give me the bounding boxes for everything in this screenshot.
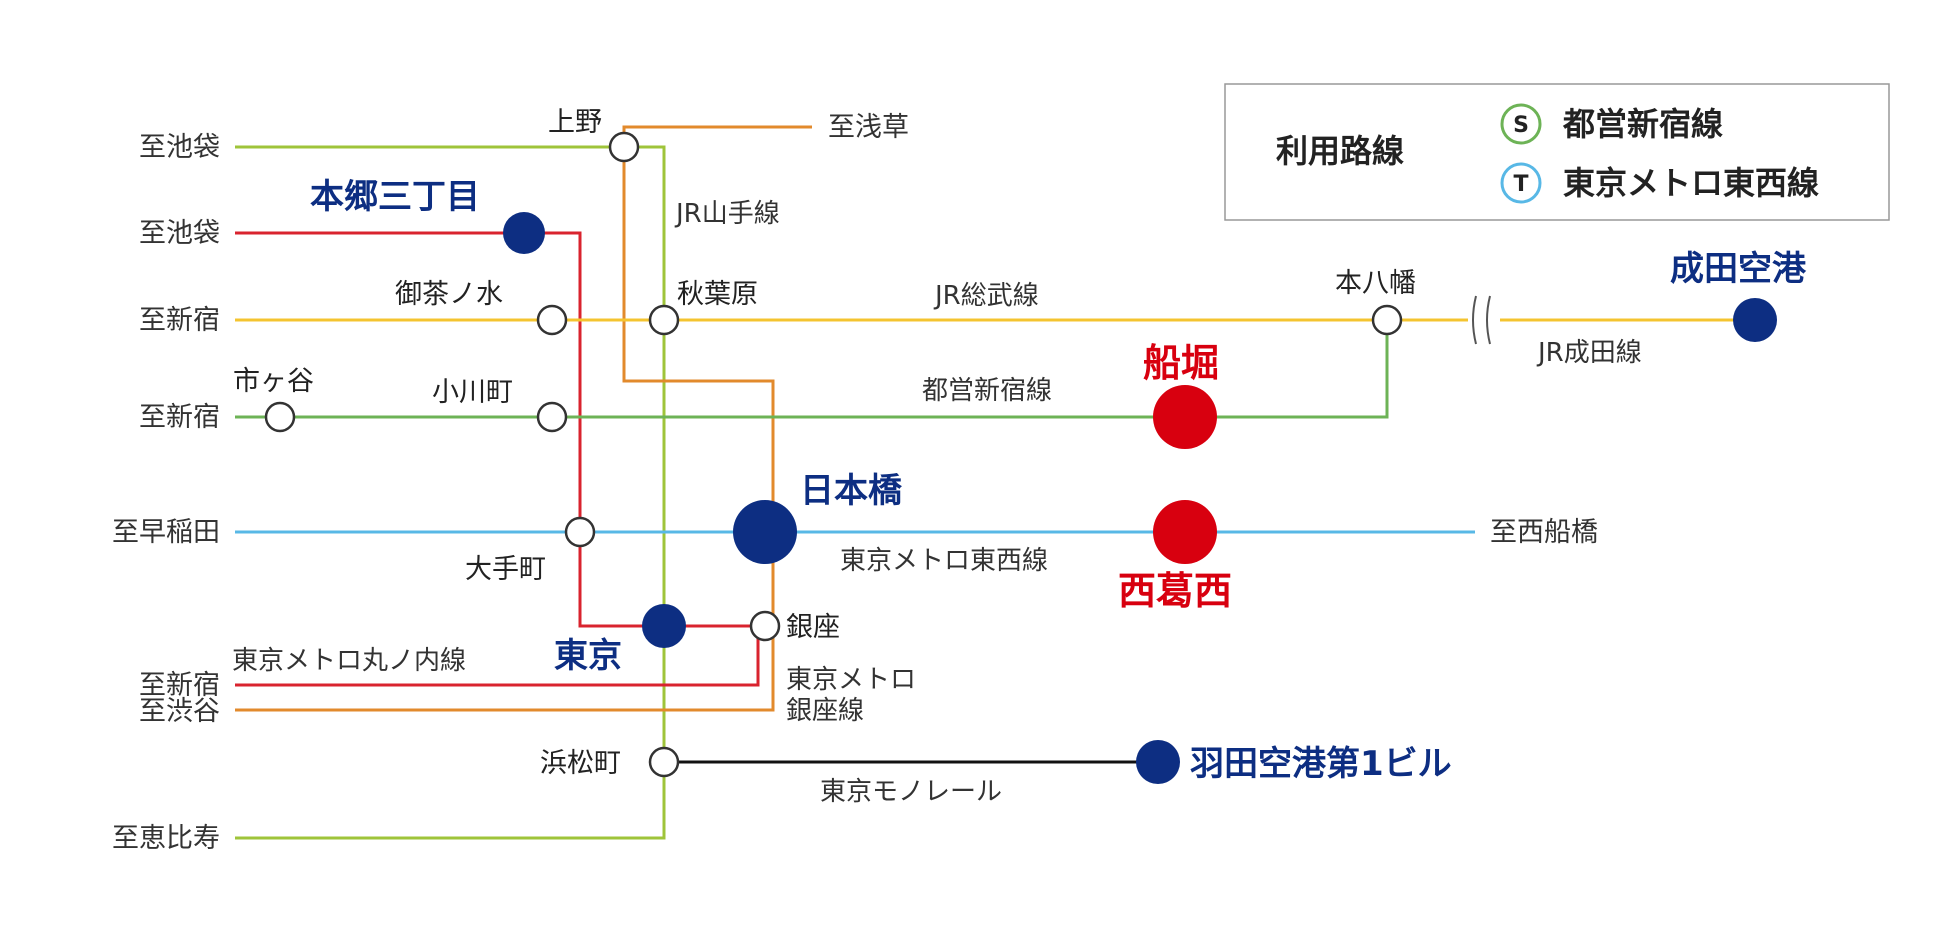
station-narita-airport-marker[interactable] [1733, 298, 1777, 342]
yamanote-line [235, 145, 666, 840]
line-label-tozai: 東京メトロ東西線 [840, 546, 1048, 576]
line-label-yamanote: JR山手線 [674, 199, 780, 229]
station-label-akihabara: 秋葉原 [677, 279, 758, 310]
legend-badge-shinjuku-icon [1500, 103, 1542, 145]
station-label-funabori: 船堀 [1143, 341, 1219, 385]
station-ginza-marker[interactable] [749, 610, 781, 642]
dest-shinjuku-sobu: 至新宿 [139, 305, 220, 336]
station-ochanomizu-marker[interactable] [536, 304, 568, 336]
line-label-marunouchi: 東京メトロ丸ノ内線 [232, 646, 466, 676]
line-label-shinjuku: 都営新宿線 [922, 376, 1052, 406]
legend-badge-shinjuku-letter: S [1513, 113, 1529, 138]
station-label-haneda: 羽田空港第1ビル [1190, 744, 1452, 784]
station-motoyawata-marker[interactable] [1371, 304, 1403, 336]
line-break-mark [1472, 295, 1477, 345]
dest-nishifunabashi: 至西船橋 [1490, 517, 1598, 548]
station-label-ichigaya: 市ヶ谷 [233, 366, 314, 397]
station-label-ogawamachi: 小川町 [432, 377, 513, 408]
station-ueno-marker[interactable] [608, 131, 640, 163]
legend-box [1224, 83, 1890, 221]
station-hongo-marker[interactable] [503, 212, 545, 254]
station-label-motoyawata: 本八幡 [1335, 268, 1416, 299]
dest-shibuya: 至渋谷 [139, 696, 220, 727]
shinjuku-line [235, 320, 1389, 419]
station-label-hamamatsucho: 浜松町 [540, 748, 621, 779]
line-label-ginza-1: 東京メトロ [786, 665, 916, 695]
legend-item-tozai: 東京メトロ東西線 [1563, 164, 1819, 202]
legend-badge-tozai-icon [1500, 162, 1542, 204]
station-label-nihonbashi: 日本橋 [800, 471, 902, 511]
ginza-line [235, 125, 812, 712]
station-label-narita-airport: 成田空港 [1670, 249, 1807, 289]
station-label-ochanomizu: 御茶ノ水 [395, 279, 503, 310]
station-label-otemachi: 大手町 [465, 554, 546, 585]
station-akihabara-marker[interactable] [648, 304, 680, 336]
line-break-mark [1486, 295, 1491, 345]
station-hamamatsucho-marker[interactable] [648, 746, 680, 778]
line-label-ginza-2: 銀座線 [786, 696, 864, 726]
station-label-nishikasai: 西葛西 [1118, 569, 1232, 613]
dest-shinjuku-shinjukuline: 至新宿 [139, 402, 220, 433]
station-tokyo-marker[interactable] [642, 604, 686, 648]
legend: 利用路線 S 都営新宿線 T 東京メトロ東西線 [1224, 83, 1890, 221]
station-ichigaya-marker[interactable] [264, 401, 296, 433]
line-label-narita: JR成田線 [1536, 338, 1642, 368]
dest-shinjuku-marunouchi: 至新宿 [139, 670, 220, 701]
station-label-ueno: 上野 [548, 107, 602, 138]
line-label-monorail: 東京モノレール [820, 777, 1002, 807]
legend-badge-tozai-letter: T [1513, 172, 1528, 197]
station-funabori-marker[interactable] [1153, 385, 1217, 449]
legend-title: 利用路線 [1276, 132, 1404, 170]
dest-asakusa: 至浅草 [828, 112, 909, 143]
dest-ebisu: 至恵比寿 [112, 823, 220, 854]
dest-ikebukuro-marunouchi: 至池袋 [139, 218, 220, 249]
station-nishikasai-marker[interactable] [1153, 500, 1217, 564]
station-haneda-marker[interactable] [1136, 740, 1180, 784]
station-label-tokyo: 東京 [554, 636, 622, 676]
line-label-sobu: JR総武線 [933, 281, 1039, 311]
station-label-ginza: 銀座 [786, 612, 840, 643]
station-nihonbashi-marker[interactable] [733, 500, 797, 564]
legend-item-shinjuku: 都営新宿線 [1562, 105, 1723, 143]
dest-ikebukuro-yamanote: 至池袋 [139, 132, 220, 163]
station-otemachi-marker[interactable] [564, 516, 596, 548]
dest-waseda: 至早稲田 [112, 517, 220, 548]
station-ogawamachi-marker[interactable] [536, 401, 568, 433]
station-label-hongo: 本郷三丁目 [310, 177, 480, 217]
